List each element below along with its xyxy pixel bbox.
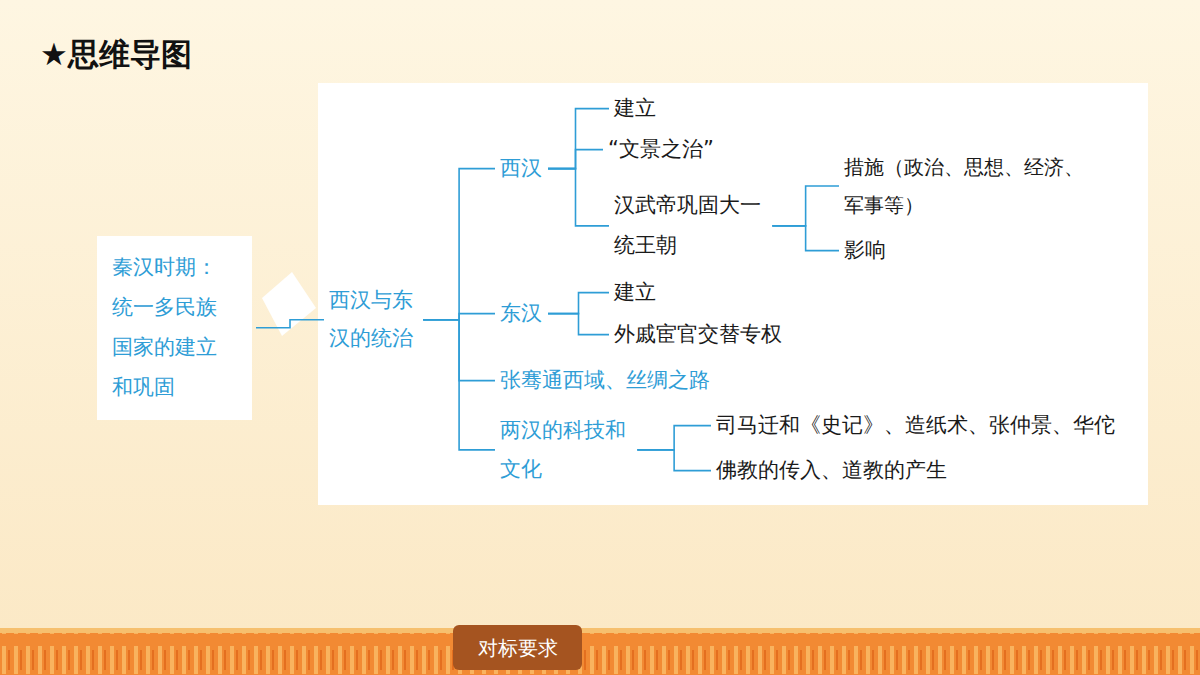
- topic-box: 秦汉时期： 统一多民族 国家的建立 和巩固: [97, 236, 252, 420]
- tree-connector: [548, 169, 609, 226]
- tree-connector: [548, 314, 609, 335]
- node-label: 建立: [614, 95, 656, 122]
- tree-connector: [548, 293, 609, 314]
- bottom-band: [0, 633, 1200, 675]
- node-label: 建立: [614, 279, 656, 306]
- tree-connector: [548, 150, 603, 169]
- branch-text: 东汉: [498, 299, 544, 328]
- node-label: 影响: [844, 237, 886, 264]
- tree-connector: [772, 226, 839, 251]
- slide-title: ★思维导图: [40, 34, 192, 76]
- node-label: 张骞通西域、丝绸之路: [500, 367, 710, 394]
- node-label: 司马迁和《史记》、造纸术、张仲景、华佗: [716, 412, 1115, 439]
- node-label: 两汉的科技和 文化: [500, 411, 631, 489]
- tree-connector: [423, 320, 495, 450]
- node-label: 西汉: [500, 155, 542, 182]
- tree-connector: [548, 109, 609, 169]
- tree-connector: [423, 169, 495, 320]
- branch-text: 西汉: [498, 154, 544, 183]
- tree-connector: [772, 186, 839, 226]
- white-panel: [318, 83, 1148, 505]
- node-label: 西汉与东 汉的统治: [329, 282, 417, 358]
- leaf-text: 汉武帝巩固大一 统王朝: [612, 185, 768, 267]
- node-label: 对标要求: [478, 635, 558, 661]
- branch-text: 两汉的科技和 文化: [498, 410, 633, 490]
- band-edge: [0, 628, 1200, 633]
- tree-connector: [423, 314, 495, 320]
- leaf-text: 外戚宦官交替专权: [612, 320, 784, 349]
- leaf-text: 措施（政治、思想、经济、 军事等）: [842, 147, 1092, 225]
- branch-text: 张骞通西域、丝绸之路: [498, 366, 712, 395]
- tree-connector: [256, 320, 324, 328]
- tree-connector: [637, 450, 711, 471]
- leaf-text: 司马迁和《史记》、造纸术、张仲景、华佗: [714, 411, 1117, 440]
- node-label: “文景之治”: [608, 136, 714, 163]
- node-label: 汉武帝巩固大一 统王朝: [614, 186, 766, 266]
- decor-shape: [262, 272, 316, 336]
- branch-text: 西汉与东 汉的统治: [327, 281, 419, 359]
- leaf-text: 建立: [612, 278, 658, 307]
- leaf-text: 佛教的传入、道教的产生: [714, 456, 949, 485]
- tab-button: 对标要求: [453, 625, 582, 670]
- node-label: 措施（政治、思想、经济、 军事等）: [844, 148, 1090, 224]
- leaf-text: 影响: [842, 236, 888, 265]
- tree-connector: [637, 426, 711, 450]
- node-label: 佛教的传入、道教的产生: [716, 457, 947, 484]
- node-label: 秦汉时期： 统一多民族 国家的建立 和巩固: [112, 248, 221, 408]
- node-label: 东汉: [500, 300, 542, 327]
- leaf-text: 建立: [612, 94, 658, 123]
- node-label: 外戚宦官交替专权: [614, 321, 782, 348]
- leaf-text: “文景之治”: [606, 135, 716, 164]
